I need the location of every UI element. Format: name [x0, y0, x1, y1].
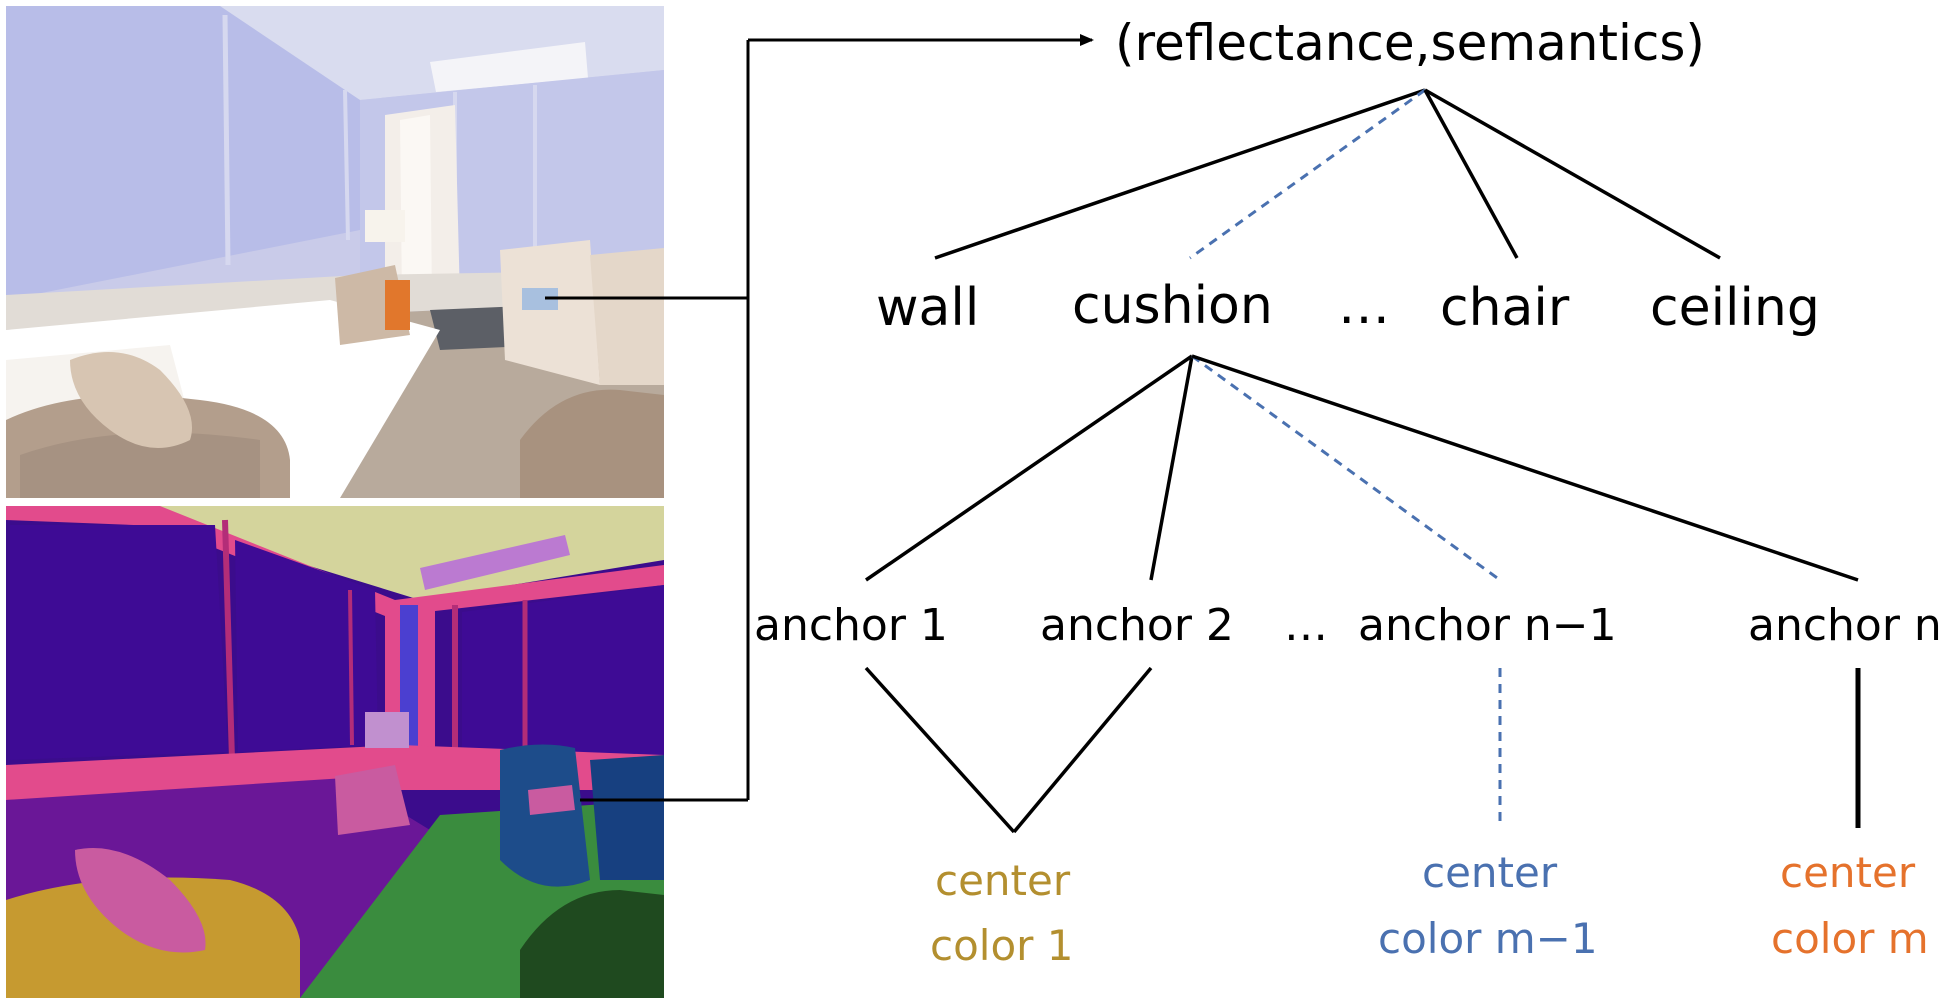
- anchor-1: anchor 1: [754, 600, 948, 651]
- center-label-1: center: [935, 856, 1071, 905]
- anchor-n-minus-1: anchor n−1: [1358, 600, 1617, 651]
- anchor-ellipsis: …: [1284, 600, 1328, 651]
- node-wall: wall: [876, 278, 980, 338]
- root-label: (reflectance,semantics): [1115, 14, 1705, 72]
- node-chair: chair: [1440, 278, 1570, 338]
- center-color-m: color m: [1771, 914, 1929, 963]
- center-label-m: center: [1780, 848, 1916, 897]
- center-label-m-minus-1: center: [1422, 848, 1558, 897]
- center-color-1: color 1: [930, 921, 1074, 970]
- anchor-2: anchor 2: [1040, 600, 1234, 651]
- anchor-n: anchor n: [1748, 600, 1942, 651]
- node-cushion: cushion: [1072, 276, 1273, 336]
- node-ceiling: ceiling: [1650, 278, 1820, 338]
- reflectance-image: [6, 6, 664, 498]
- semantics-image: [6, 506, 664, 998]
- node-ellipsis: …: [1338, 276, 1390, 336]
- center-color-m-minus-1: color m−1: [1378, 914, 1598, 963]
